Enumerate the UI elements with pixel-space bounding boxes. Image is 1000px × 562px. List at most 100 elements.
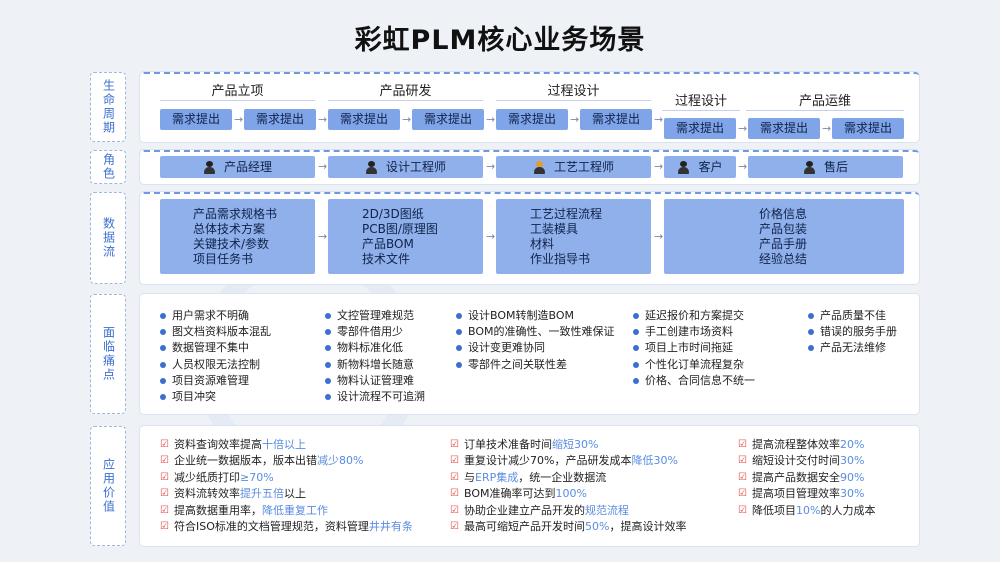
dataflow-item: 经验总结 — [759, 252, 808, 266]
row-label-value: 应用价值 — [90, 426, 126, 546]
stage-item-button[interactable]: 需求提出 — [580, 109, 652, 130]
person-icon — [203, 160, 216, 174]
value-item: 提高项目管理效率30% — [738, 486, 875, 503]
role-label: 客户 — [698, 160, 723, 174]
painpoints-column: 用户需求不明确 图文档资料版本混乱 数据管理不集中 人员权限无法控制 项目资源难… — [160, 308, 271, 405]
dataflow-box: 价格信息 产品包装 产品手册 经验总结 — [664, 199, 904, 274]
role-label: 设计工程师 — [385, 160, 446, 174]
painpoint-item: 设计流程不可追溯 — [325, 389, 425, 405]
painpoint-item: 用户需求不明确 — [160, 308, 271, 324]
dataflow-box: 产品需求规格书 总体技术方案 关键技术/参数 项目任务书 — [160, 199, 315, 274]
arrow-right-icon: → — [318, 160, 328, 173]
dataflow-item: 工装模具 — [530, 222, 579, 236]
painpoint-item: 文控管理难规范 — [325, 308, 425, 324]
arrow-right-icon: → — [318, 230, 328, 243]
painpoint-item: 错误的服务手册 — [808, 324, 897, 340]
role-process-engineer: 工艺工程师 — [496, 156, 651, 178]
stage-item-button[interactable]: 需求提出 — [328, 109, 400, 130]
stage-divider — [160, 100, 315, 101]
arrow-right-icon: → — [234, 113, 244, 126]
row-label-role: 角色 — [90, 150, 126, 184]
painpoint-item: 物料标准化低 — [325, 340, 425, 356]
painpoint-item: 个性化订单流程复杂 — [633, 357, 755, 373]
arrow-right-icon: → — [654, 230, 664, 243]
stage-item-button[interactable]: 需求提出 — [748, 118, 820, 139]
row-label-dataflow: 数据流 — [90, 192, 126, 284]
value-item: 最高可缩短产品开发时间50%，提高设计效率 — [450, 519, 686, 536]
value-item: 与ERP集成，统一企业数据流 — [450, 470, 686, 487]
painpoint-item: 延迟报价和方案提交 — [633, 308, 755, 324]
dataflow-box: 工艺过程流程 工装模具 材料 作业指导书 — [496, 199, 651, 274]
stage-item-button[interactable]: 需求提出 — [160, 109, 232, 130]
painpoint-item: 项目资源难管理 — [160, 373, 271, 389]
painpoint-item: 产品无法维修 — [808, 340, 897, 356]
painpoint-item: 人员权限无法控制 — [160, 357, 271, 373]
painpoints-panel — [140, 294, 919, 414]
value-item: 符合ISO标准的文档管理规范，资料管理井井有条 — [160, 519, 413, 536]
painpoint-item: 设计变更难协同 — [456, 340, 615, 356]
stage-divider — [662, 110, 740, 111]
stage-item-button[interactable]: 需求提出 — [412, 109, 484, 130]
value-item: 重复设计减少70%，产品研发成本降低30% — [450, 453, 686, 470]
worker-icon — [533, 160, 546, 174]
arrow-right-icon: → — [486, 113, 496, 126]
stage-item-button[interactable]: 需求提出 — [664, 118, 736, 139]
stage-item-button[interactable]: 需求提出 — [496, 109, 568, 130]
stage-header: 产品研发 — [379, 84, 432, 99]
painpoint-item: 项目上市时间拖延 — [633, 340, 755, 356]
role-product-manager: 产品经理 — [160, 156, 315, 178]
value-item: 提高数据重用率，降低重复工作 — [160, 503, 413, 520]
arrow-right-icon: → — [318, 113, 328, 126]
role-label: 产品经理 — [223, 160, 272, 174]
arrow-right-icon: → — [822, 122, 832, 135]
value-item: 资料查询效率提高十倍以上 — [160, 437, 413, 454]
stage-item-button[interactable]: 需求提出 — [832, 118, 904, 139]
value-column: 提高流程整体效率20% 缩短设计交付时间30% 提高产品数据安全90% 提高项目… — [738, 437, 875, 519]
value-item: BOM准确率可达到100% — [450, 486, 686, 503]
value-column: 订单技术准备时间缩短30% 重复设计减少70%，产品研发成本降低30% 与ERP… — [450, 437, 686, 536]
value-column: 资料查询效率提高十倍以上 企业统一数据版本，版本出错减少80% 减少纸质打印≥7… — [160, 437, 413, 536]
stage-header: 产品运维 — [798, 94, 851, 109]
dataflow-item: 作业指导书 — [530, 252, 591, 266]
painpoint-item: 物料认证管理难 — [325, 373, 425, 389]
role-design-engineer: 设计工程师 — [328, 156, 483, 178]
dataflow-box: 2D/3D图纸 PCB图/原理图 产品BOM 技术文件 — [328, 199, 483, 274]
arrow-right-icon: → — [738, 122, 748, 135]
painpoint-item: 手工创建市场资料 — [633, 324, 755, 340]
arrow-right-icon: → — [486, 230, 496, 243]
painpoints-column: 设计BOM转制造BOM BOM的准确性、一致性难保证 设计变更难协同 零部件之间… — [456, 308, 615, 373]
dataflow-item: 材料 — [530, 237, 555, 251]
painpoint-item: 价格、合同信息不统一 — [633, 373, 755, 389]
painpoint-item: 零部件借用少 — [325, 324, 425, 340]
arrow-right-icon: → — [402, 113, 412, 126]
page-title: 彩虹PLM核心业务场景 — [354, 25, 646, 56]
value-item: 企业统一数据版本，版本出错减少80% — [160, 453, 413, 470]
role-after-sales: 售后 — [748, 156, 903, 178]
dataflow-item: 工艺过程流程 — [530, 207, 603, 221]
painpoint-item: BOM的准确性、一致性难保证 — [456, 324, 615, 340]
role-label: 工艺工程师 — [553, 160, 614, 174]
value-item: 缩短设计交付时间30% — [738, 453, 875, 470]
role-customer: 客户 — [664, 156, 736, 178]
stage-item-button[interactable]: 需求提出 — [244, 109, 316, 130]
row-label-painpoints: 面临痛点 — [90, 294, 126, 414]
row-label-lifecycle: 生命周期 — [90, 72, 126, 142]
value-item: 协助企业建立产品开发的规范流程 — [450, 503, 686, 520]
dataflow-item: 2D/3D图纸 — [362, 207, 424, 221]
person-icon — [677, 160, 690, 174]
painpoint-item: 项目冲突 — [160, 389, 271, 405]
value-item: 减少纸质打印≥70% — [160, 470, 413, 487]
dataflow-item: 关键技术/参数 — [193, 237, 270, 251]
arrow-right-icon: → — [486, 160, 496, 173]
stage-header: 过程设计 — [674, 94, 727, 109]
arrow-right-icon: → — [654, 160, 664, 173]
role-label: 售后 — [823, 160, 848, 174]
painpoints-column: 产品质量不佳 错误的服务手册 产品无法维修 — [808, 308, 897, 357]
value-item: 订单技术准备时间缩短30% — [450, 437, 686, 454]
painpoint-item: 设计BOM转制造BOM — [456, 308, 615, 324]
painpoints-column: 延迟报价和方案提交 手工创建市场资料 项目上市时间拖延 个性化订单流程复杂 价格… — [633, 308, 755, 389]
arrow-right-icon: → — [738, 160, 748, 173]
dataflow-item: 产品手册 — [759, 237, 808, 251]
stage-divider — [496, 100, 651, 101]
dataflow-item: 产品包装 — [759, 222, 808, 236]
